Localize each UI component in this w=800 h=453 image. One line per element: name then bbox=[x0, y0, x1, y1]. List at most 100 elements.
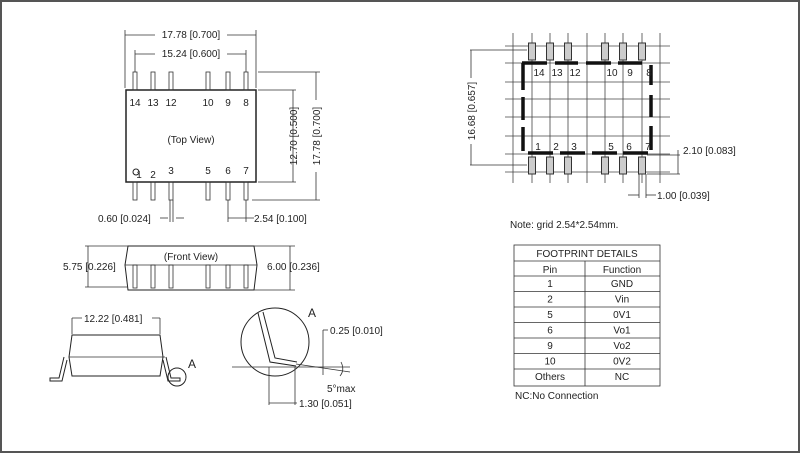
bottom-pin bbox=[150, 181, 156, 201]
top-pin bbox=[132, 71, 138, 91]
top-view-body bbox=[125, 89, 257, 183]
top-pin-label: 12 bbox=[165, 98, 177, 109]
table-cell-function: Vo2 bbox=[613, 341, 631, 352]
dim-front-left: 5.75 [0.226] bbox=[63, 262, 116, 273]
footprint-pad-bottom bbox=[601, 156, 609, 175]
table-cell-pin: 5 bbox=[547, 310, 553, 321]
dim-pad-length: 2.10 [0.083] bbox=[683, 146, 736, 157]
dim-pitch: 2.54 [0.100] bbox=[254, 214, 307, 225]
footprint-bottom-label: 6 bbox=[626, 142, 632, 153]
footprint-top-label: 12 bbox=[569, 68, 581, 79]
table-header-function: Function bbox=[603, 265, 641, 276]
pin1-marker bbox=[132, 168, 140, 176]
dim-lead-thickness: 0.25 [0.010] bbox=[330, 326, 383, 337]
table-cell-function: Vo1 bbox=[613, 326, 631, 337]
top-pin-label: 10 bbox=[202, 98, 214, 109]
table-cell-function: NC bbox=[615, 372, 629, 383]
top-pin bbox=[205, 71, 211, 91]
bottom-pin-label: 7 bbox=[243, 166, 249, 177]
footprint-top-label: 10 bbox=[606, 68, 618, 79]
dim-footprint-height: 16.68 [0.657] bbox=[467, 82, 478, 141]
front-pin bbox=[243, 264, 249, 289]
front-pin bbox=[150, 264, 156, 289]
detail-a: A 0.25 [0.010] 5°max 1.30 [0.051] bbox=[232, 306, 383, 410]
detail-a-circle bbox=[240, 307, 310, 377]
dim-front-right: 6.00 [0.236] bbox=[267, 262, 320, 273]
side-detail-label: A bbox=[188, 357, 196, 371]
table-cell-pin: Others bbox=[535, 372, 565, 383]
top-view: 14 1 13 2 12 3 10 5 9 6 8 7 (Top View) 17.78 [0.700… bbox=[98, 28, 323, 225]
front-view-pins bbox=[132, 264, 249, 289]
top-pin bbox=[225, 71, 231, 91]
footprint-pad-top bbox=[601, 42, 609, 61]
top-pin-label: 13 bbox=[147, 98, 159, 109]
dim-foot-length: 1.30 [0.051] bbox=[299, 399, 352, 410]
footprint-pad-bottom bbox=[546, 156, 554, 175]
dim-pin-width: 0.60 [0.024] bbox=[98, 214, 151, 225]
table-cell-pin: 2 bbox=[547, 295, 553, 306]
footprint-details-table: FOOTPRINT DETAILS Pin Function 1 GND 2 Vin 5… bbox=[513, 244, 661, 402]
front-pin bbox=[168, 264, 174, 289]
footprint-pad-top bbox=[528, 42, 536, 61]
side-view-lead-left bbox=[49, 356, 68, 382]
table-title: FOOTPRINT DETAILS bbox=[536, 249, 638, 260]
top-view-title: (Top View) bbox=[167, 135, 214, 146]
footprint-silkscreen bbox=[521, 61, 653, 155]
top-pin-label: 9 bbox=[225, 98, 231, 109]
table-cell-pin: 9 bbox=[547, 341, 553, 352]
footprint-pad-bottom bbox=[564, 156, 572, 175]
footprint-bottom-label: 1 bbox=[535, 142, 541, 153]
top-view-pins: 14 1 13 2 12 3 10 5 9 6 8 7 bbox=[129, 71, 249, 201]
table-cell-pin: 10 bbox=[544, 357, 556, 368]
side-view: A 12.22 [0.481] bbox=[49, 311, 196, 387]
footprint-pad-top bbox=[564, 42, 572, 61]
dim-side-width: 12.22 [0.481] bbox=[84, 314, 143, 325]
bottom-pin-label: 5 bbox=[205, 166, 211, 177]
bottom-pin bbox=[132, 181, 138, 201]
footprint-note: Note: grid 2.54*2.54mm. bbox=[510, 220, 618, 231]
front-pin bbox=[132, 264, 138, 289]
table-cell-function: GND bbox=[611, 279, 633, 290]
dim-height-body: 12.70 [0.500] bbox=[289, 107, 300, 166]
top-pin bbox=[168, 71, 174, 91]
bottom-pin bbox=[225, 181, 231, 201]
bottom-pin-label: 6 bbox=[225, 166, 231, 177]
dim-width-pins: 15.24 [0.600] bbox=[162, 49, 221, 60]
footprint-top-label: 8 bbox=[646, 68, 652, 79]
table-cell-pin: 1 bbox=[547, 279, 553, 290]
footprint-pad-top bbox=[638, 42, 646, 61]
front-view: (Front View) 5.75 [0.226] 6.00 [0.236] bbox=[63, 245, 320, 291]
dim-height-outer: 17.78 [0.700] bbox=[312, 107, 323, 166]
table-cell-pin: 6 bbox=[547, 326, 553, 337]
dim-width-outer: 17.78 [0.700] bbox=[162, 30, 221, 41]
bottom-pin-label: 2 bbox=[150, 170, 156, 181]
bottom-pin-label: 1 bbox=[136, 170, 142, 181]
front-view-title: (Front View) bbox=[164, 252, 218, 263]
table-footnote: NC:No Connection bbox=[515, 391, 598, 402]
table-cell-function: Vin bbox=[615, 295, 629, 306]
bottom-pin-label: 3 bbox=[168, 166, 174, 177]
footprint-bottom-label: 7 bbox=[645, 142, 651, 153]
footprint-bottom-label: 3 bbox=[571, 142, 577, 153]
top-pin bbox=[243, 71, 249, 91]
detail-a-label: A bbox=[308, 306, 316, 320]
bottom-pin bbox=[168, 181, 174, 201]
side-view-lead-right bbox=[162, 356, 181, 382]
side-view-body bbox=[68, 334, 164, 377]
front-pin bbox=[225, 264, 231, 289]
footprint-pad-top bbox=[546, 42, 554, 61]
dim-angle: 5°max bbox=[327, 384, 355, 395]
footprint-top-label: 9 bbox=[627, 68, 633, 79]
table-cell-function: 0V1 bbox=[613, 310, 631, 321]
footprint-bottom-label: 2 bbox=[553, 142, 559, 153]
table-header-pin: Pin bbox=[543, 265, 557, 276]
top-pin-label: 8 bbox=[243, 98, 249, 109]
bottom-pin bbox=[205, 181, 211, 201]
footprint-pad-bottom bbox=[528, 156, 536, 175]
top-pin-label: 14 bbox=[129, 98, 141, 109]
detail-a-marker bbox=[167, 367, 187, 387]
